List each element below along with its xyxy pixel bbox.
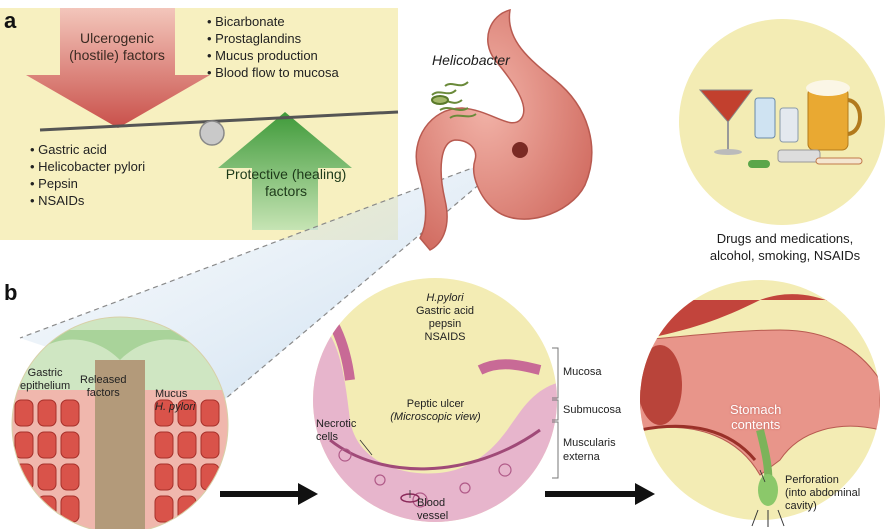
hostile-item: • Gastric acid: [30, 141, 145, 158]
muscularis-label: Muscularis: [563, 437, 616, 450]
blood-vessel-label: Blood vessel: [417, 497, 448, 523]
drugs-caption-line1: Drugs and medications,: [690, 230, 880, 247]
gastric-acid-text: Gastric acid: [410, 305, 480, 318]
middle-top-label: H.pylori Gastric acid pepsin NSAIDS: [410, 292, 480, 344]
flow-arrow-2: [545, 483, 655, 505]
protective-label-line2: factors: [215, 183, 357, 200]
hostile-item: • Pepsin: [30, 175, 145, 192]
mucosa-label: Mucosa: [563, 366, 602, 379]
gastric-epithelium-line1: Gastric: [20, 367, 70, 380]
protective-label: Protective (healing) factors: [215, 166, 357, 200]
hostile-item: • NSAIDs: [30, 192, 145, 209]
protective-item: • Mucus production: [207, 47, 339, 64]
necrotic-text: Necrotic: [316, 418, 356, 431]
balance-fulcrum: [200, 121, 224, 145]
cells-text: cells: [316, 431, 356, 444]
flow-arrow-1: [220, 483, 318, 505]
panel-a-letter: a: [4, 8, 16, 34]
microscopic-view-text: (Microscopic view): [378, 411, 493, 424]
vessel-text: vessel: [417, 510, 448, 523]
panel-b-letter: b: [4, 280, 17, 306]
drugs-caption-line2: alcohol, smoking, NSAIDs: [690, 247, 880, 264]
submucosa-label: Submucosa: [563, 404, 621, 417]
mucus-label: Mucus H. pylori: [155, 388, 195, 414]
released-factors-line1: Released: [80, 374, 126, 387]
peptic-ulcer-text: Peptic ulcer: [378, 398, 493, 411]
h-pylori-text: H. pylori: [155, 401, 195, 414]
contents-text: contents: [730, 417, 781, 432]
protective-factors-list: • Bicarbonate • Prostaglandins • Mucus p…: [207, 13, 339, 81]
ulcerogenic-label: Ulcerogenic (hostile) factors: [32, 30, 202, 64]
externa-label: externa: [563, 451, 600, 464]
blood-text: Blood: [417, 497, 448, 510]
drugs-caption: Drugs and medications, alcohol, smoking,…: [690, 230, 880, 264]
nsaids-text: NSAIDS: [410, 331, 480, 344]
gastric-epithelium-label: Gastric epithelium: [20, 367, 70, 393]
pepsin-text: pepsin: [410, 318, 480, 331]
peptic-ulcer-label: Peptic ulcer (Microscopic view): [378, 398, 493, 424]
protective-label-line1: Protective (healing): [215, 166, 357, 183]
released-factors-line2: factors: [80, 387, 126, 400]
hostile-item: • Helicobacter pylori: [30, 158, 145, 175]
helicobacter-label: Helicobacter: [432, 52, 510, 68]
necrotic-cells-label: Necrotic cells: [316, 418, 356, 444]
into-abdominal-text: (into abdominal: [785, 487, 860, 500]
gastric-epithelium-line2: epithelium: [20, 380, 70, 393]
protective-item: • Blood flow to mucosa: [207, 64, 339, 81]
released-factors-label: Released factors: [80, 374, 126, 400]
mucus-text: Mucus: [155, 388, 195, 401]
ulcerogenic-label-line2: (hostile) factors: [32, 47, 202, 64]
protective-item: • Bicarbonate: [207, 13, 339, 30]
hpylori-italic: H.pylori: [410, 292, 480, 305]
perforation-label: Perforation (into abdominal cavity): [785, 474, 860, 513]
stomach-text: Stomach: [730, 402, 781, 417]
stomach-contents-label: Stomach contents: [730, 402, 781, 432]
ulcerogenic-label-line1: Ulcerogenic: [32, 30, 202, 47]
protective-item: • Prostaglandins: [207, 30, 339, 47]
hostile-factors-list: • Gastric acid • Helicobacter pylori • P…: [30, 141, 145, 209]
stomach-illustration: [416, 10, 592, 250]
perforation-text: Perforation: [785, 474, 860, 487]
cavity-text: cavity): [785, 500, 860, 513]
